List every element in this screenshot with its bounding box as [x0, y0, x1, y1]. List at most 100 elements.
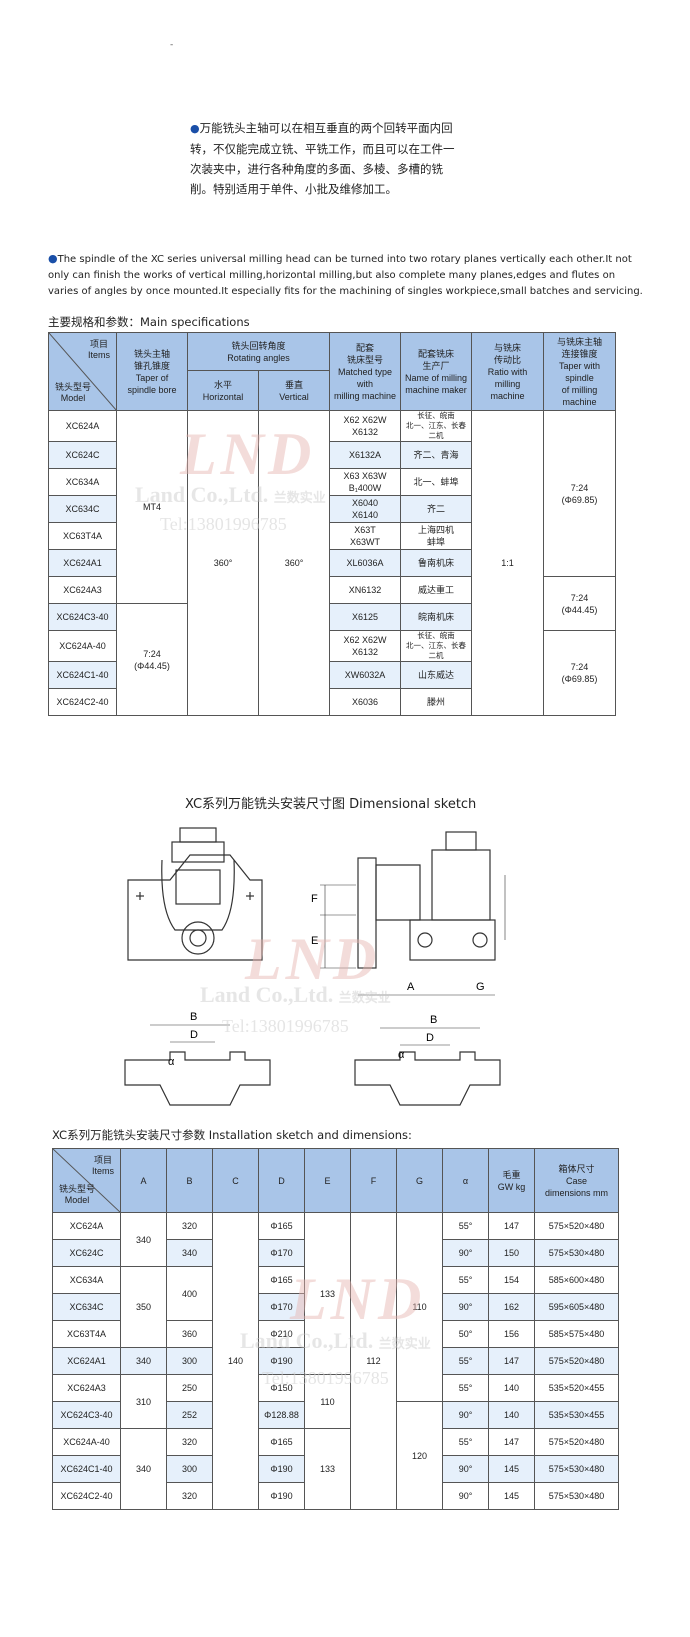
model-cell: XC634A	[52, 1266, 121, 1294]
gw-cell: 156	[488, 1320, 535, 1348]
model-cell: XC624A	[48, 410, 117, 442]
gw-cell: 140	[488, 1374, 535, 1402]
model-cell: XC624A3	[48, 576, 117, 604]
left-view-spindle	[181, 921, 215, 955]
d-cell: Φ170	[258, 1239, 305, 1267]
gw-cell: 147	[488, 1347, 535, 1375]
label-g: G	[476, 981, 485, 993]
case-cell: 585×575×480	[534, 1320, 619, 1348]
alpha-cell: 90°	[442, 1455, 489, 1483]
maker-cell: 滕州	[400, 688, 473, 716]
taper-with-cell: 7:24(Φ69.85)	[543, 630, 617, 716]
matched-type-cell: XL6036A	[329, 549, 402, 577]
e-cell: 133	[304, 1428, 351, 1510]
label-b: B	[430, 1014, 437, 1026]
alpha-cell: 90°	[442, 1293, 489, 1321]
matched-type-cell: XW6032A	[329, 661, 402, 689]
right-view-body	[375, 864, 421, 921]
model-cell: XC624C2-40	[52, 1482, 121, 1510]
model-cell: XC624C2-40	[48, 688, 117, 716]
label-alpha: α	[168, 1056, 175, 1068]
b-cell: 300	[166, 1347, 213, 1375]
d-cell: Φ150	[258, 1374, 305, 1402]
model-cell: XC624A3	[52, 1374, 121, 1402]
model-cell: XC624C1-40	[52, 1455, 121, 1483]
case-cell: 575×530×480	[534, 1239, 619, 1267]
alpha-cell: 50°	[442, 1320, 489, 1348]
maker-cell: 齐二、青海	[400, 441, 473, 469]
header-c: C	[212, 1148, 259, 1213]
case-cell: 575×530×480	[534, 1482, 619, 1510]
left-view-cap	[179, 827, 217, 843]
intro-cn: ●万能铣头主轴可以在相互垂直的两个回转平面内回转，不仅能完成立铣、平铣工作，而且…	[190, 118, 460, 199]
matched-type-cell: X6125	[329, 603, 402, 631]
f-cell: 112	[350, 1212, 397, 1510]
a-cell: 350	[120, 1266, 167, 1348]
model-cell: XC624C	[48, 441, 117, 469]
gw-cell: 150	[488, 1239, 535, 1267]
label-d: D	[426, 1032, 434, 1044]
gw-cell: 140	[488, 1401, 535, 1429]
d-cell: Φ190	[258, 1347, 305, 1375]
maker-cell: 长征、皖南北一、江东、长春二机	[400, 630, 473, 662]
sketch-title: XC系列万能铣头安装尺寸图 Dimensional sketch	[185, 797, 477, 812]
maker-cell: 皖南机床	[400, 603, 473, 631]
b-cell: 250	[166, 1374, 213, 1402]
b-cell: 340	[166, 1239, 213, 1267]
intro-cn-text: 万能铣头主轴可以在相互垂直的两个回转平面内回转，不仅能完成立铣、平铣工作，而且可…	[190, 121, 455, 196]
e-cell: 110	[304, 1374, 351, 1429]
diagonal-line	[53, 1149, 121, 1213]
alpha-cell: 55°	[442, 1428, 489, 1456]
gw-cell: 147	[488, 1428, 535, 1456]
alpha-cell: 90°	[442, 1401, 489, 1429]
a-cell: 310	[120, 1374, 167, 1429]
model-cell: XC624A-40	[48, 630, 117, 662]
model-cell: XC634A	[48, 468, 117, 496]
b-cell: 320	[166, 1482, 213, 1510]
model-cell: XC63T4A	[52, 1320, 121, 1348]
alpha-cell: 55°	[442, 1374, 489, 1402]
header-g: G	[396, 1148, 443, 1213]
case-cell: 575×520×480	[534, 1347, 619, 1375]
b-cell: 252	[166, 1401, 213, 1429]
diagonal-line	[49, 333, 117, 411]
case-cell: 585×600×480	[534, 1266, 619, 1294]
alpha-cell: 55°	[442, 1266, 489, 1294]
case-cell: 535×530×455	[534, 1401, 619, 1429]
left-view-top	[171, 841, 225, 863]
model-cell: XC624A1	[48, 549, 117, 577]
matched-type-cell: X6132A	[329, 441, 402, 469]
d-cell: Φ190	[258, 1455, 305, 1483]
dot-mark: -	[170, 40, 174, 50]
case-cell: 595×605×480	[534, 1293, 619, 1321]
matched-type-cell: XN6132	[329, 576, 402, 604]
label-alpha: α	[398, 1049, 405, 1061]
model-cell: XC624A1	[52, 1347, 121, 1375]
taper-with-cell: 7:24(Φ69.85)	[543, 410, 617, 577]
header-a: A	[120, 1148, 167, 1213]
d-cell: Φ165	[258, 1212, 305, 1240]
b-cell: 300	[166, 1455, 213, 1483]
case-cell: 535×520×455	[534, 1374, 619, 1402]
header-e: E	[304, 1148, 351, 1213]
maker-cell: 鲁南机床	[400, 549, 473, 577]
b-cell: 320	[166, 1428, 213, 1456]
header-d: D	[258, 1148, 305, 1213]
alpha-cell: 55°	[442, 1212, 489, 1240]
label-a: A	[407, 981, 415, 993]
header-alpha: α	[442, 1148, 489, 1213]
left-view-body	[127, 854, 263, 961]
maker-cell: 齐二	[400, 495, 473, 523]
